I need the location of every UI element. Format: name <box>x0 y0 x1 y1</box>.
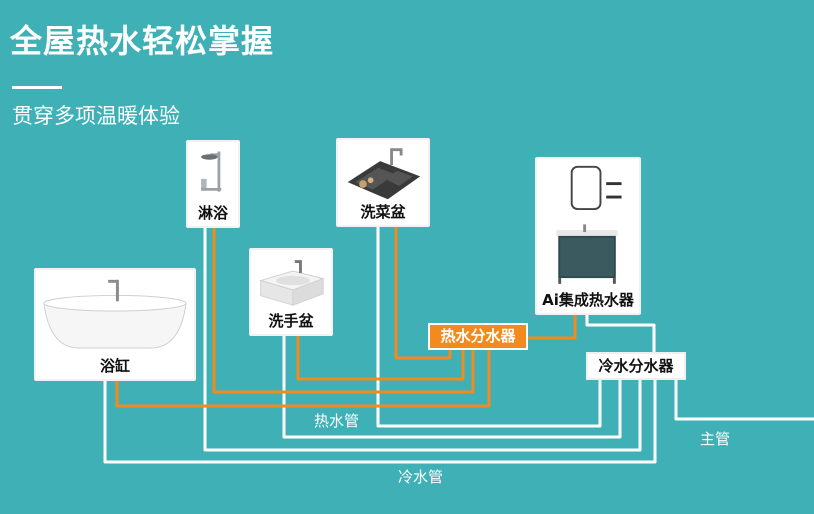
fixture-label: 浴缸 <box>99 357 130 375</box>
cold-pipe-lines <box>103 227 814 464</box>
hot-line-heater <box>527 315 577 340</box>
cold-line-heater <box>585 315 656 352</box>
fixture-basin: 洗手盆 <box>249 248 333 336</box>
fixture-label: Ai集成热水器 <box>542 291 634 309</box>
cold-water-manifold: 冷水分水器 <box>586 352 686 380</box>
bathtub-icon <box>43 279 187 349</box>
cold-line-bathtub <box>103 380 657 464</box>
cold-line-shower <box>203 228 642 452</box>
page-title: 全屋热水轻松掌握 <box>10 22 275 60</box>
main-pipe-label: 主管 <box>700 430 731 448</box>
wash-basin-icon <box>259 260 325 306</box>
water-heater-cabinet-icon <box>556 165 622 284</box>
fixture-label: 洗菜盆 <box>360 203 406 221</box>
fixture-label: 淋浴 <box>197 204 228 222</box>
shower-icon <box>201 151 222 192</box>
fixture-sink: 洗菜盆 <box>336 138 430 227</box>
hot-pipe-label: 热水管 <box>314 412 360 430</box>
hot-line-shower <box>212 228 475 394</box>
hot-line-basin <box>296 336 465 381</box>
fixture-water-heater: Ai集成热水器 <box>535 157 641 315</box>
hot-water-manifold: 热水分水器 <box>428 323 528 350</box>
fixture-bathtub: 浴缸 <box>34 268 196 381</box>
kitchen-sink-icon <box>347 148 421 200</box>
hot-line-sink <box>394 227 452 360</box>
fixture-shower: 淋浴 <box>186 140 240 228</box>
cold-line-basin <box>282 336 622 439</box>
main-pipe-line <box>674 380 814 421</box>
hot-line-bathtub <box>115 350 491 408</box>
title-divider <box>12 86 62 89</box>
fixture-label: 洗手盆 <box>268 312 314 330</box>
hot-pipe-lines <box>115 227 577 408</box>
cold-line-sink <box>376 227 602 428</box>
cold-pipe-label: 冷水管 <box>398 468 444 486</box>
page-subtitle: 贯穿多项温暖体验 <box>12 104 180 128</box>
